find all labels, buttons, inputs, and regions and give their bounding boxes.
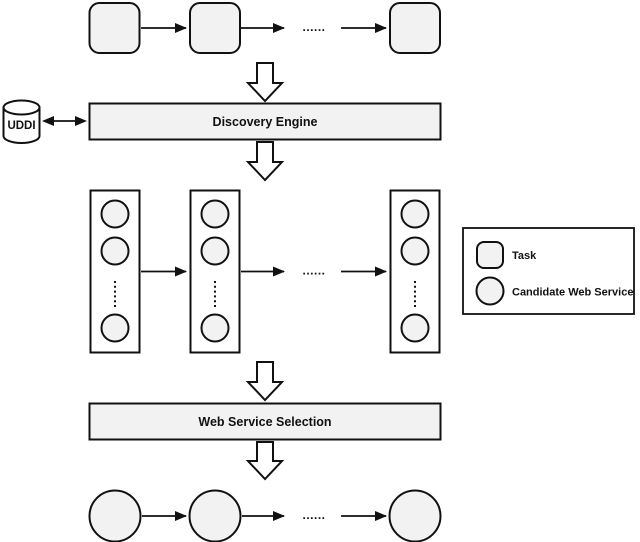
candidate-service-node <box>200 199 230 229</box>
task-node <box>88 2 141 54</box>
candidate-service-node <box>400 313 430 343</box>
block-arrow-down-icon <box>245 62 285 103</box>
candidate-list <box>89 189 141 354</box>
candidate-list <box>189 189 241 354</box>
task-node <box>189 2 241 54</box>
selected-service-node <box>88 489 142 542</box>
legend-task-label: Task <box>512 250 537 262</box>
arrowhead-left-icon <box>42 116 54 126</box>
task-workflow-row: ...... <box>88 2 441 54</box>
legend-candidate-icon <box>475 276 505 306</box>
block-arrow-down-icon <box>245 441 285 481</box>
web-service-selection-rect <box>88 402 442 441</box>
candidate-service-node <box>100 313 130 343</box>
uddi-label: UDDI <box>7 120 35 132</box>
discovery-engine-box: Discovery Engine <box>88 102 442 141</box>
candidate-service-node <box>400 236 430 266</box>
discovery-engine-rect <box>88 102 442 141</box>
web-service-selection-label: Web Service Selection <box>198 415 331 429</box>
candidate-service-node <box>100 199 130 229</box>
candidate-service-node <box>100 236 130 266</box>
legend-box: Task Candidate Web Service <box>462 227 635 315</box>
selected-services-row: ...... <box>88 489 442 542</box>
cylinder-body <box>2 107 41 144</box>
ellipsis-dots: ...... <box>302 508 325 522</box>
web-service-selection-box: Web Service Selection <box>88 402 442 441</box>
task-node <box>389 2 441 54</box>
block-arrow-down-icon <box>245 361 285 402</box>
candidate-service-lists: ...... <box>89 189 441 354</box>
selected-service-node <box>388 489 442 542</box>
selected-service-node <box>188 489 242 542</box>
candidate-service-node <box>400 199 430 229</box>
legend-candidate-label: Candidate Web Service <box>512 287 633 299</box>
uddi-discovery-double-arrow <box>42 116 87 126</box>
uddi-database: UDDI <box>2 99 41 144</box>
legend-task-icon <box>476 241 504 269</box>
cylinder-top <box>2 99 41 116</box>
arrowhead-right-icon <box>75 116 87 126</box>
candidate-service-node <box>200 236 230 266</box>
candidate-service-node <box>200 313 230 343</box>
ellipsis-dots: ...... <box>302 20 325 34</box>
ellipsis-dots: ...... <box>302 264 325 278</box>
candidate-list <box>389 189 441 354</box>
block-arrow-down-icon <box>245 141 285 182</box>
discovery-engine-label: Discovery Engine <box>213 115 318 129</box>
